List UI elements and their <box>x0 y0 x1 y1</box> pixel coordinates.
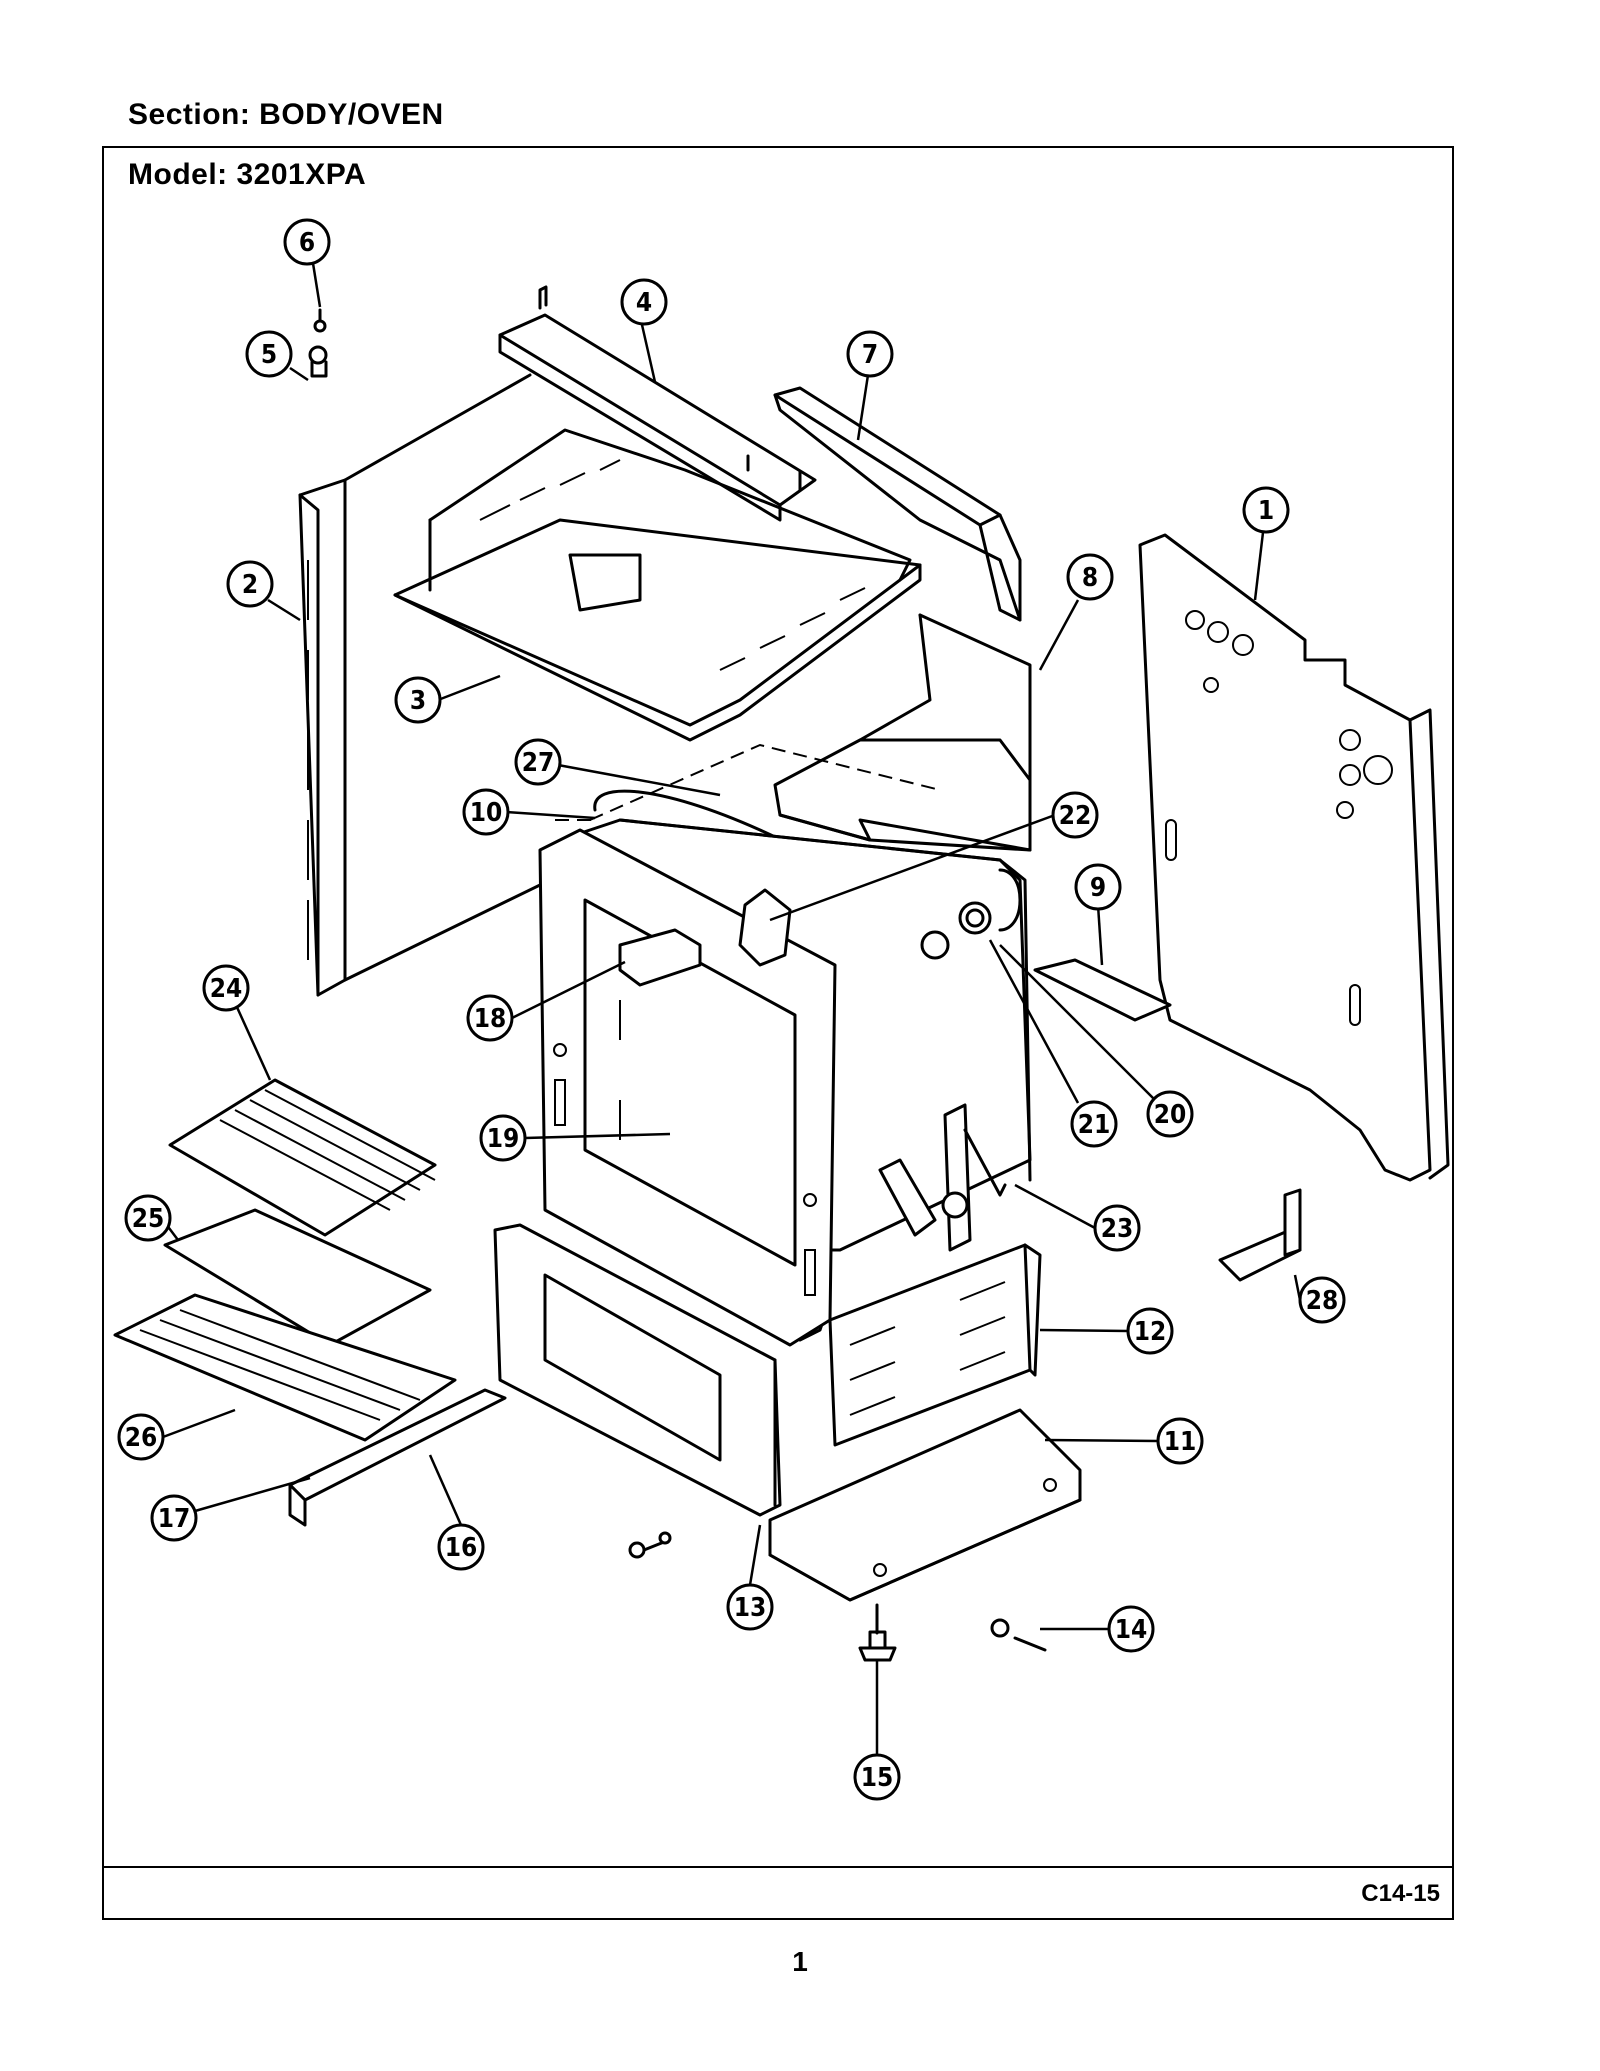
callout-label: 15 <box>861 1763 894 1793</box>
footer-divider <box>102 1866 1454 1868</box>
part-vent-duct <box>773 613 1032 852</box>
callout-19: 19 <box>479 1114 527 1162</box>
callout-1: 1 <box>1242 486 1290 534</box>
callout-24: 24 <box>202 964 250 1012</box>
callout-21: 21 <box>1070 1100 1118 1148</box>
part-broiler-pan <box>168 1078 437 1237</box>
callout-label: 18 <box>474 1004 507 1034</box>
part-kick-panel <box>493 1223 782 1517</box>
model-title: Model: 3201XPA <box>128 158 367 191</box>
callout-22: 22 <box>1051 791 1099 839</box>
part-valve <box>878 1103 1007 1252</box>
callout-label: 4 <box>636 288 652 318</box>
part-top-cover <box>773 386 1022 622</box>
callout-label: 11 <box>1164 1427 1197 1457</box>
part-oven-rack <box>113 1293 457 1442</box>
section-title: Section: BODY/OVEN <box>128 98 444 131</box>
callout-label: 5 <box>261 340 277 370</box>
part-broiler-insert <box>163 1208 432 1347</box>
part-side-panel-lower <box>828 1243 1042 1447</box>
callout-23: 23 <box>1093 1204 1141 1252</box>
callout-label: 24 <box>210 974 243 1004</box>
page-number: 1 <box>792 1946 808 1977</box>
part-fittings <box>920 901 992 960</box>
callout-label: 12 <box>1134 1317 1167 1347</box>
callout-label: 10 <box>470 798 503 828</box>
callout-leaders <box>162 256 1302 1755</box>
callout-label: 26 <box>125 1423 158 1453</box>
callout-label: 25 <box>132 1204 165 1234</box>
callout-label: 1 <box>1258 496 1274 526</box>
callout-11: 11 <box>1156 1417 1204 1465</box>
callout-label: 27 <box>522 748 555 778</box>
part-base <box>768 1408 1082 1602</box>
callout-25: 25 <box>124 1194 172 1242</box>
callout-18: 18 <box>466 994 514 1042</box>
part-back-panel <box>1138 533 1450 1182</box>
callout-label: 7 <box>862 340 878 370</box>
callout-13: 13 <box>726 1583 774 1631</box>
part-hardware <box>308 308 1047 1662</box>
callout-3: 3 <box>394 676 442 724</box>
callout-label: 17 <box>158 1504 191 1534</box>
callout-label: 14 <box>1115 1615 1148 1645</box>
callout-label: 2 <box>242 570 258 600</box>
callout-15: 15 <box>853 1753 901 1801</box>
callout-label: 3 <box>410 686 426 716</box>
part-slide-rail <box>288 1388 507 1527</box>
callout-label: 6 <box>299 228 315 258</box>
callout-label: 9 <box>1090 873 1106 903</box>
diagram-code: C14-15 <box>1361 1880 1440 1907</box>
part-top-pan <box>393 428 922 742</box>
part-bracket <box>618 928 702 987</box>
callout-label: 16 <box>445 1533 478 1563</box>
callout-14: 14 <box>1107 1605 1155 1653</box>
callout-label: 28 <box>1306 1286 1339 1316</box>
callout-5: 5 <box>245 330 293 378</box>
callout-12: 12 <box>1126 1307 1174 1355</box>
part-strip <box>1033 958 1172 1022</box>
callout-10: 10 <box>462 788 510 836</box>
callout-label: 19 <box>487 1124 520 1154</box>
callout-16: 16 <box>437 1523 485 1571</box>
callout-20: 20 <box>1146 1090 1194 1138</box>
callout-label: 13 <box>734 1593 767 1623</box>
callout-label: 23 <box>1101 1214 1134 1244</box>
callout-label: 20 <box>1154 1100 1187 1130</box>
callout-26: 26 <box>117 1413 165 1461</box>
callout-8: 8 <box>1066 553 1114 601</box>
part-leveling-bracket <box>1218 1188 1302 1282</box>
callout-17: 17 <box>150 1494 198 1542</box>
callout-9: 9 <box>1074 863 1122 911</box>
callout-7: 7 <box>846 330 894 378</box>
callout-4: 4 <box>620 278 668 326</box>
part-top-rail <box>498 285 817 522</box>
callout-label: 8 <box>1082 563 1098 593</box>
diagram-frame <box>102 146 1454 1920</box>
callout-28: 28 <box>1298 1276 1346 1324</box>
part-side-panel-left <box>298 373 542 997</box>
callout-6: 6 <box>283 218 331 266</box>
callout-27: 27 <box>514 738 562 786</box>
callout-label: 22 <box>1059 801 1092 831</box>
part-thermostat-bracket <box>738 888 792 967</box>
callout-label: 21 <box>1078 1110 1111 1140</box>
callout-2: 2 <box>226 560 274 608</box>
